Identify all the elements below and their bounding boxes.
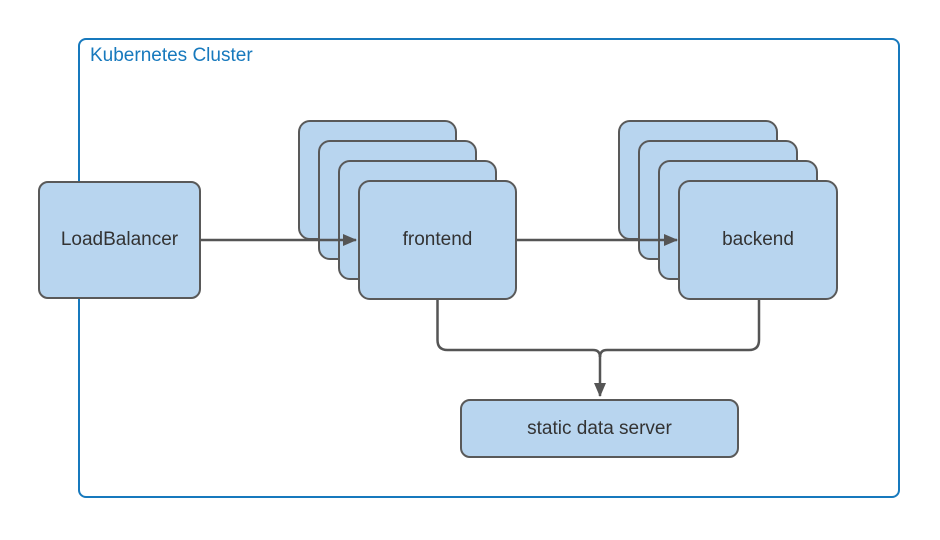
node-backend: backend <box>678 180 838 300</box>
node-static-data-server: static data server <box>460 399 739 458</box>
frontend-replica-stack: frontend <box>298 120 517 300</box>
backend-label: backend <box>722 229 794 250</box>
cluster-label: Kubernetes Cluster <box>90 45 253 66</box>
frontend-label: frontend <box>402 229 473 250</box>
loadbalancer-label: LoadBalancer <box>60 229 179 250</box>
node-frontend: frontend <box>358 180 517 300</box>
node-loadbalancer: LoadBalancer <box>38 181 201 299</box>
backend-replica-stack: backend <box>618 120 838 300</box>
static-data-server-label: static data server <box>527 417 672 439</box>
